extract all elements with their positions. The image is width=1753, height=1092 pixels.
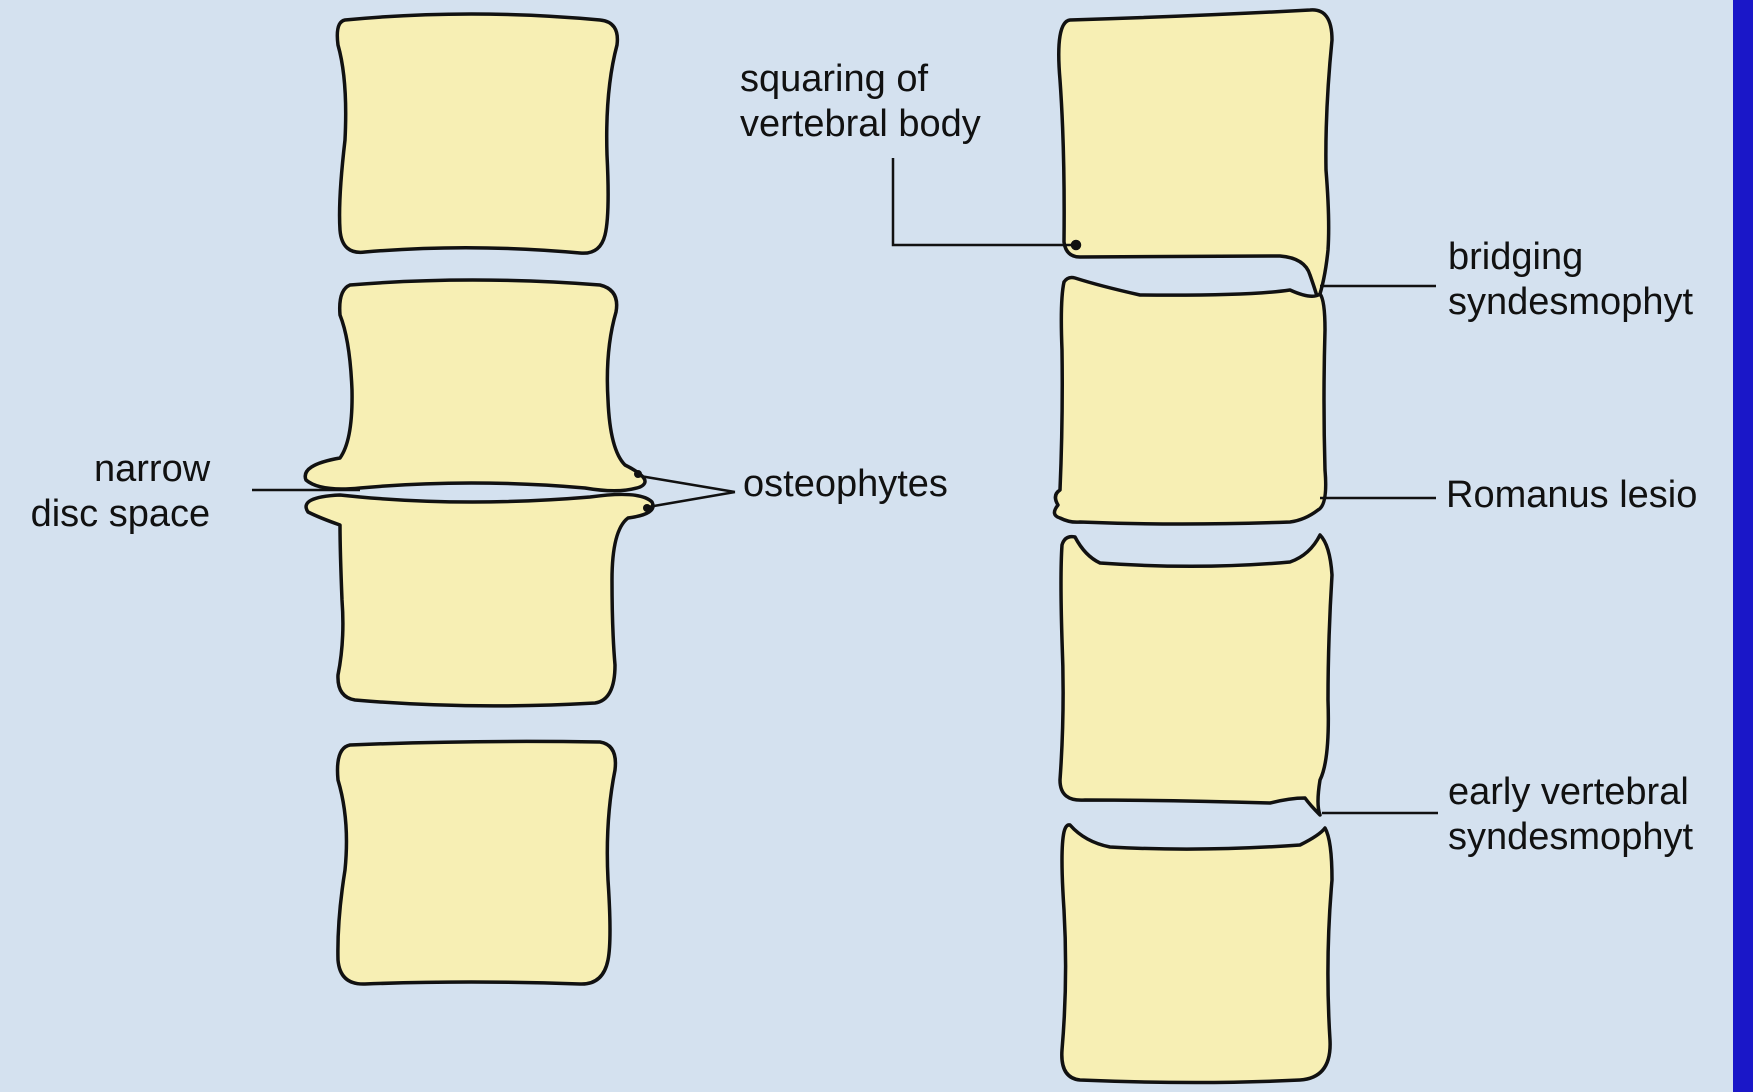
label-narrow-line2: disc space bbox=[16, 492, 210, 537]
label-early: early vertebral syndesmophyt bbox=[1448, 770, 1693, 860]
label-early-line1: early vertebral bbox=[1448, 770, 1693, 815]
left-vertebra-2 bbox=[305, 280, 645, 491]
leader-osteophytes bbox=[640, 476, 735, 507]
leader-squaring bbox=[893, 158, 1076, 245]
label-squaring-line2: vertebral body bbox=[740, 102, 981, 147]
label-bridging: bridging syndesmophyt bbox=[1448, 235, 1693, 325]
label-romanus: Romanus lesio bbox=[1446, 473, 1697, 518]
label-bridging-line2: syndesmophyt bbox=[1448, 280, 1693, 325]
left-vertebra-4 bbox=[338, 741, 616, 984]
right-vertebra-3 bbox=[1060, 535, 1332, 815]
label-narrow-line1: narrow bbox=[94, 447, 210, 492]
leader-squaring-dot bbox=[1072, 241, 1080, 249]
right-vertebra-1 bbox=[1059, 10, 1332, 300]
left-vertebra-1 bbox=[337, 14, 617, 253]
right-vertebra-2 bbox=[1054, 278, 1325, 525]
label-bridging-line1: bridging bbox=[1448, 235, 1693, 280]
right-vertebra-4 bbox=[1062, 825, 1332, 1083]
label-osteophytes: osteophytes bbox=[743, 462, 948, 507]
edge-bar bbox=[1733, 0, 1753, 1092]
label-squaring: squaring of vertebral body bbox=[740, 57, 981, 147]
label-narrow-disc-space: narrow disc space bbox=[94, 447, 210, 537]
left-vertebra-3 bbox=[306, 494, 653, 705]
label-early-line2: syndesmophyt bbox=[1448, 815, 1693, 860]
label-squaring-line1: squaring of bbox=[740, 57, 981, 102]
